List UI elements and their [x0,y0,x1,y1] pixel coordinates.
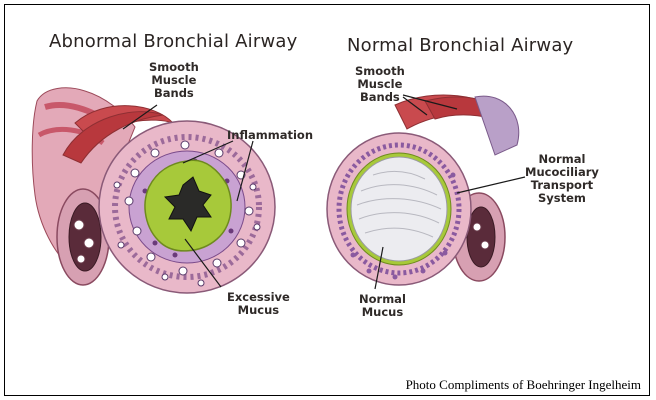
label-smooth-muscle-bands-abnormal: Smooth Muscle Bands [149,61,199,100]
label-normal-mucus: Normal Mucus [359,293,406,319]
label-excessive-mucus: Excessive Mucus [227,291,290,317]
normal-airway-title: Normal Bronchial Airway [347,35,573,56]
figure-frame: Abnormal Bronchial Airway Normal Bronchi… [4,4,650,396]
abnormal-airway-illustration [32,88,275,293]
label-smooth-muscle-bands-normal: Smooth Muscle Bands [355,65,405,104]
label-inflammation: Inflammation [227,129,313,142]
abnormal-airway-title: Abnormal Bronchial Airway [49,31,297,52]
photo-credit: Photo Compliments of Boehringer Ingelhei… [406,377,641,393]
normal-airway-illustration [327,95,519,285]
label-normal-mucociliary-transport-system: Normal Mucociliary Transport System [525,153,599,205]
open-lumen [351,157,447,261]
